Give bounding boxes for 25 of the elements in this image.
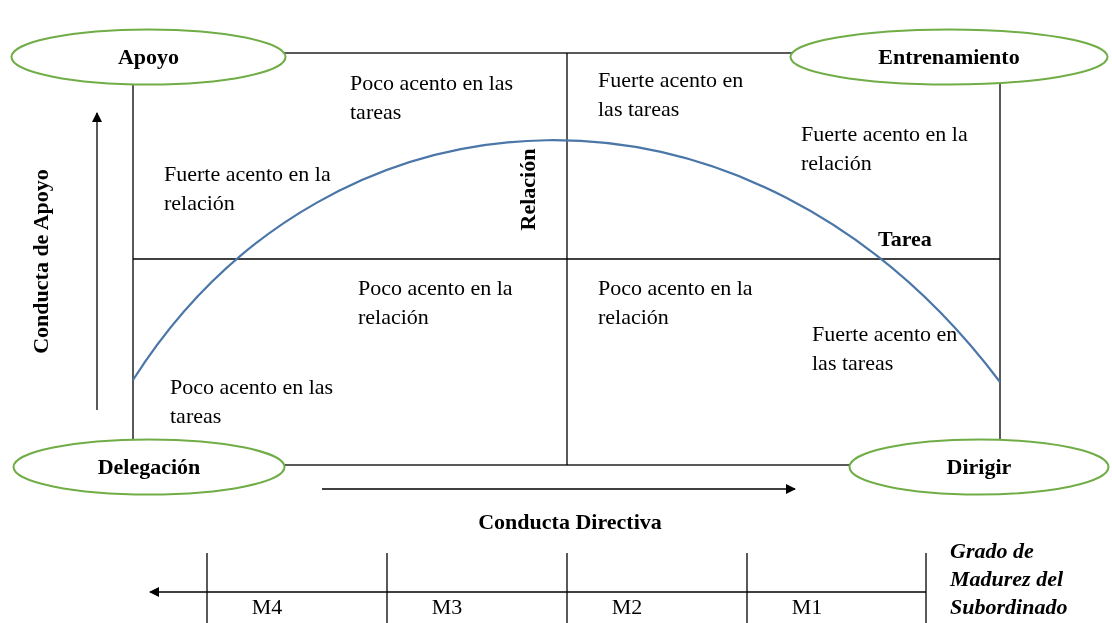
node-label: Apoyo [116, 44, 181, 70]
ellipse-node [789, 28, 1109, 86]
axis-label: Tarea [878, 225, 933, 253]
node-label: Entrenamiento [877, 44, 1021, 70]
scale-label: M1 [790, 594, 824, 620]
axis-label: Conducta Directiva [477, 508, 663, 536]
quadrant-text: Fuerte acento en la relación [164, 160, 332, 217]
quadrant-text: Poco acento en las tareas [350, 69, 515, 126]
node-label: Delegación [96, 454, 202, 480]
quadrant-text: Fuerte acento en la relación [801, 120, 969, 177]
scale-label: M2 [610, 594, 644, 620]
axis-label: Relación [513, 147, 541, 233]
quadrant-text: Poco acento en la relación [598, 274, 754, 331]
scale-title: Grado de Madurez del Subordinado [950, 537, 1069, 621]
scale-label: M4 [250, 594, 284, 620]
quadrant-text: Fuerte acento en las tareas [812, 320, 959, 377]
node-label: Dirigir [945, 454, 1013, 480]
quadrant-text: Fuerte acento en las tareas [598, 66, 745, 123]
quadrant-text: Poco acento en la relación [358, 274, 514, 331]
ellipse-node [848, 438, 1110, 496]
scale-label: M3 [430, 594, 464, 620]
ellipse-node [10, 28, 287, 86]
quadrant-text: Poco acento en las tareas [170, 373, 335, 430]
axis-label: Conducta de Apoyo [26, 168, 54, 356]
ellipse-node [12, 438, 286, 496]
